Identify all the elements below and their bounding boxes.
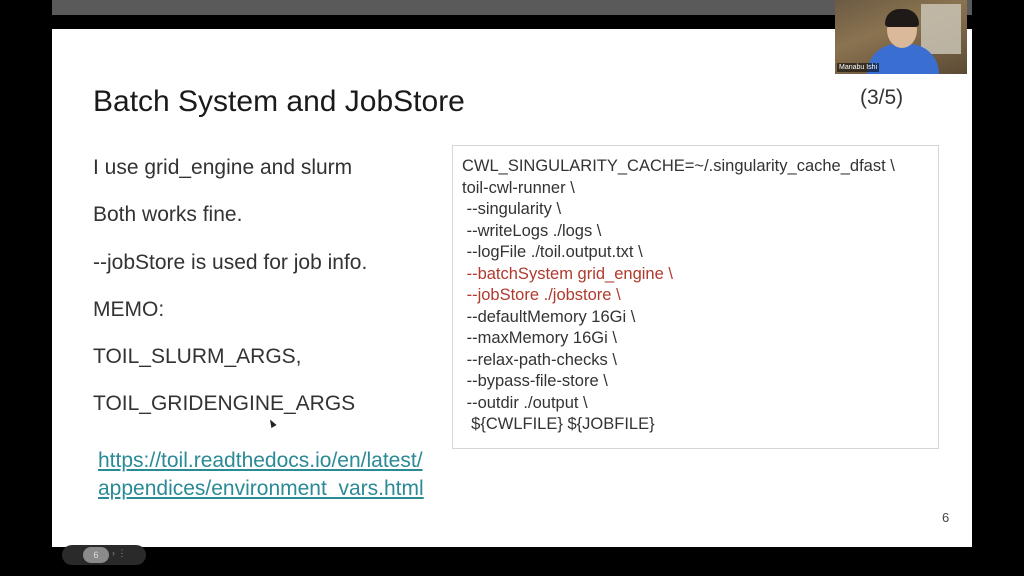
background-window <box>921 4 961 54</box>
text-line: Both works fine. <box>93 203 243 227</box>
code-line-highlighted: --batchSystem grid_engine \ <box>462 264 673 283</box>
slide-counter: (3/5) <box>860 86 904 109</box>
code-line: toil-cwl-runner \ <box>462 178 575 197</box>
text-line: I use grid_engine and slurm <box>93 156 353 179</box>
code-line: --maxMemory 16Gi \ <box>462 329 617 347</box>
text-line: --jobStore is used for job info. <box>93 250 368 274</box>
bullet-text-block: I use grid_engine and slurm Both works f… <box>93 154 367 438</box>
text-line: MEMO: <box>93 297 165 321</box>
code-line: --relax-path-checks \ <box>462 350 617 369</box>
code-line: --bypass-file-store \ <box>462 372 608 390</box>
viewer-top-bar <box>52 0 972 15</box>
code-line-highlighted: --jobStore ./jobstore \ <box>462 286 621 304</box>
code-line: --defaultMemory 16Gi \ <box>462 307 636 326</box>
docs-link[interactable]: https://toil.readthedocs.io/en/latest/ a… <box>98 447 424 503</box>
code-line: --writeLogs ./logs \ <box>462 221 602 240</box>
link-line[interactable]: https://toil.readthedocs.io/en/latest/ <box>98 449 423 472</box>
command-code-box: CWL_SINGULARITY_CACHE=~/.singularity_cac… <box>452 145 939 449</box>
code-line: --singularity \ <box>462 200 562 218</box>
slide: Batch System and JobStore (3/5) I use gr… <box>52 29 972 547</box>
current-page-indicator[interactable]: 6 <box>83 547 109 563</box>
code-line: CWL_SINGULARITY_CACHE=~/.singularity_cac… <box>462 157 895 175</box>
person-hair <box>885 9 919 27</box>
slide-number: 6 <box>942 510 950 525</box>
more-options-icon[interactable]: › ⋮ <box>112 548 127 558</box>
slide-title: Batch System and JobStore <box>93 85 465 118</box>
code-line: --logFile ./toil.output.txt \ <box>462 243 643 261</box>
text-line: TOIL_GRIDENGINE_ARGS <box>93 392 356 416</box>
participant-name: Manabu Ishi <box>837 63 880 72</box>
text-line: TOIL_SLURM_ARGS, <box>93 345 302 369</box>
webcam-thumbnail[interactable]: Manabu Ishi <box>835 0 967 74</box>
link-line[interactable]: appendices/environment_vars.html <box>98 477 424 500</box>
slide-navigator[interactable]: 6 › ⋮ <box>62 545 146 565</box>
code-line: --outdir ./output \ <box>462 393 588 412</box>
code-line: ${CWLFILE} ${JOBFILE} <box>462 415 655 433</box>
